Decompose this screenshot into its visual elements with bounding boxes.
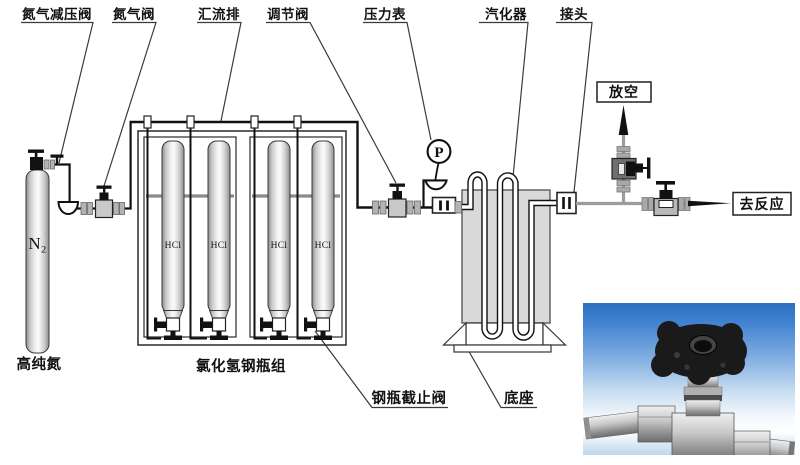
pressure-gauge-letter: P [434, 145, 443, 161]
n2-cylinder-text: N₂ [28, 234, 46, 253]
leader-lines [21, 21, 593, 409]
hcl-cylinders: HCl HCl HCl HCl [161, 140, 335, 319]
cylinder-stop-valve [154, 317, 182, 340]
n2-cylinder-valve [28, 149, 44, 170]
cylinder-stop-valve [260, 317, 288, 340]
reaction-arrow-icon [688, 200, 731, 207]
n2-valve-unions [80, 202, 125, 215]
valve-photo-illustration [583, 321, 795, 455]
vaporizer-coil [462, 171, 558, 341]
regulator-bowl [57, 201, 80, 216]
top-labels: 氮气减压阀 氮气阀 汇流排 调节阀 压力表 汽化器 接头 [22, 6, 588, 22]
hcl-cylinder: HCl [267, 140, 291, 319]
vent-flanges [616, 146, 631, 193]
hcl-text: HCl [211, 241, 228, 251]
label-regulating-valve: 调节阀 [267, 6, 309, 22]
n2-cylinder-assembly: N₂ [25, 122, 132, 354]
hcl-text: HCl [315, 241, 332, 251]
label-base: 底座 [504, 389, 534, 407]
n2-outlet-pipe [54, 163, 71, 202]
gauge-tail [434, 162, 440, 180]
vent-arrow-icon [618, 105, 629, 135]
photo-right-nut [729, 430, 771, 455]
manifold-cabinet [129, 115, 462, 346]
outlet-joint [556, 191, 577, 215]
regulating-valve-unions [372, 200, 421, 215]
label-high-purity-nitrogen: 高纯氮 [17, 355, 62, 373]
reaction-valve [653, 181, 679, 217]
regulating-valve [387, 183, 407, 218]
cylinder-drop-pipes [146, 128, 311, 340]
vent-label-box: 放空 [596, 81, 652, 103]
photo-valve-body [671, 412, 735, 455]
photo-handwheel [651, 321, 747, 385]
valve-photo [583, 303, 795, 455]
bottom-labels: 高纯氮 氯化氢钢瓶组 钢瓶截止阀 底座 [17, 355, 534, 407]
cylinder-stop-valve [200, 317, 228, 340]
label-joint: 接头 [560, 6, 588, 22]
to-reaction-label-box: 去反应 [732, 191, 792, 216]
diaphragm-seal [424, 179, 448, 191]
label-n2-pressure-reducing-valve: 氮气减压阀 [22, 6, 92, 22]
photo-left-nut [637, 405, 676, 443]
vaporizer-base [442, 321, 567, 353]
union-joint [431, 196, 457, 214]
outlet-line [576, 105, 731, 217]
cabinet-outer-box [137, 130, 347, 346]
manifold-fittings [143, 115, 302, 129]
label-vent: 放空 [608, 84, 639, 101]
label-pressure-gauge: 压力表 [364, 6, 406, 22]
photo-left-pipe [583, 410, 645, 440]
nitrogen-valve [94, 185, 114, 219]
hcl-cylinder: HCl [311, 140, 335, 319]
label-cylinder-stop-valve: 钢瓶截止阀 [372, 389, 447, 407]
hcl-text: HCl [165, 241, 182, 251]
hcl-cylinder: HCl [161, 140, 185, 319]
vent-valve [611, 157, 651, 180]
label-to-reaction: 去反应 [740, 196, 785, 213]
pressure-reducing-valve [50, 154, 64, 165]
label-n2-valve: 氮气阀 [113, 6, 155, 22]
regulating-valve-assembly: P [372, 139, 463, 218]
hcl-text: HCl [271, 241, 288, 251]
photo-right-pipe [766, 438, 795, 455]
label-manifold: 汇流排 [198, 6, 240, 22]
pressure-gauge-dial [426, 139, 452, 164]
cylinder-stop-valves [154, 317, 332, 340]
vaporizer-body [461, 189, 551, 324]
label-hcl-cylinder-group: 氯化氢钢瓶组 [196, 357, 286, 375]
hcl-cylinder: HCl [207, 140, 231, 319]
n2-cylinder [25, 169, 50, 354]
cabinet-inner-box-2 [249, 136, 343, 338]
n2-fitting [43, 159, 55, 170]
label-vaporizer: 汽化器 [485, 6, 527, 22]
vaporizer-assembly [442, 171, 577, 353]
cylinder-stop-valve [304, 317, 332, 340]
